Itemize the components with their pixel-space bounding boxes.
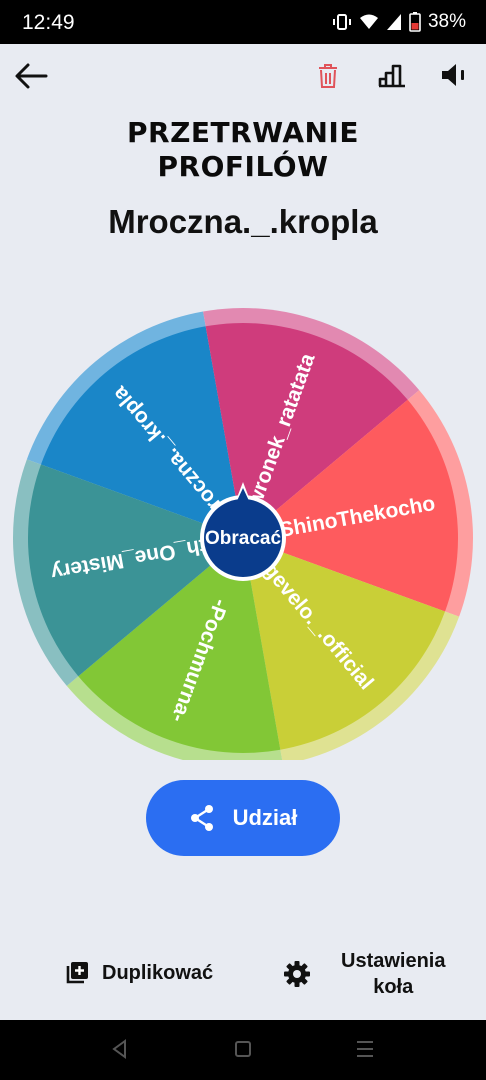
status-icons: 38% (332, 10, 466, 34)
wheel-settings-label-line1: Ustawienia (341, 950, 446, 972)
statistics-button[interactable] (374, 57, 410, 93)
trash-icon (319, 64, 337, 88)
share-label: Udział (232, 805, 298, 830)
signal-icon (386, 14, 401, 30)
vibrate-icon (332, 14, 351, 30)
wheel-segment (27, 464, 244, 677)
duplicate-button[interactable]: Duplikować (64, 960, 213, 986)
wheel-title-line1: PRZETRWANIE (127, 116, 359, 149)
wheel-segment (205, 323, 408, 538)
wheel-settings-label-line2: koła (373, 976, 414, 998)
wheel-settings-button[interactable]: Ustawienia koła (283, 948, 445, 1000)
top-bar (0, 44, 486, 108)
share-icon (190, 805, 213, 831)
spin-button-label: Obracać (205, 528, 281, 549)
battery-icon (409, 12, 421, 32)
status-bar: 12:49 38% (0, 0, 486, 44)
wheel-segment (243, 399, 458, 612)
duplicate-icon (66, 962, 88, 984)
speaker-icon (442, 64, 464, 86)
wheel-settings-label: Ustawienia koła (341, 948, 445, 1000)
wifi-icon (359, 14, 378, 29)
wheel-title-line2: PROFILÓW (157, 150, 329, 183)
duplicate-label: Duplikować (102, 961, 214, 984)
battery-percent: 38% (427, 11, 466, 32)
spin-wheel[interactable]: Mroczna._.kroplagawronek_ratatataShinoTh… (0, 300, 486, 768)
delete-button[interactable] (312, 58, 344, 94)
nav-recents-icon[interactable] (355, 1038, 375, 1060)
nav-home-icon[interactable] (233, 1038, 253, 1060)
wheel-segment (78, 538, 281, 753)
status-time: 12:49 (22, 11, 75, 34)
bar-chart-icon (378, 64, 405, 88)
wheel-title: PRZETRWANIE PROFILÓW (0, 116, 486, 184)
system-nav-bar (0, 1020, 486, 1080)
back-arrow-icon (15, 63, 48, 89)
selected-result: Mroczna._.kropla (108, 203, 378, 240)
nav-back-icon[interactable] (110, 1038, 130, 1060)
gear-icon (284, 961, 310, 987)
back-button[interactable] (10, 56, 52, 96)
sound-button[interactable] (436, 57, 474, 93)
share-button[interactable]: Udział (146, 780, 340, 856)
wheel-segment (40, 326, 243, 538)
wheel-segment (243, 538, 446, 750)
spin-button[interactable] (204, 499, 282, 577)
